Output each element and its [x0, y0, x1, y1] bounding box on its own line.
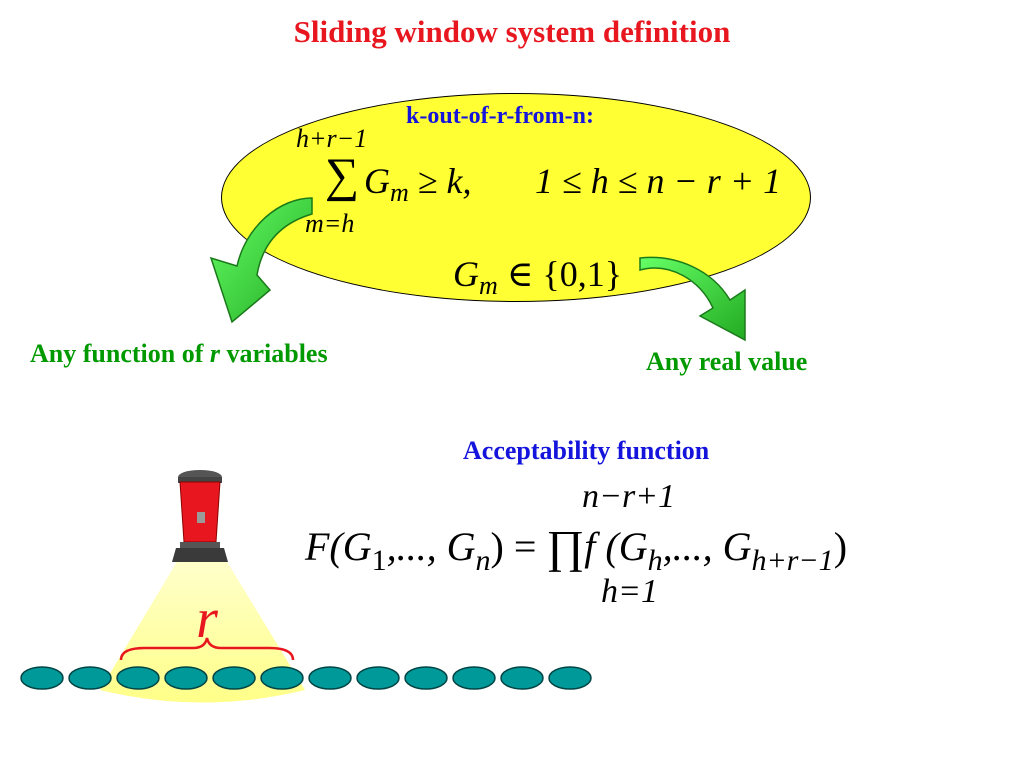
sequence-element: [356, 666, 400, 690]
sum-upper-limit: h+r−1: [296, 124, 368, 153]
gm-sub: m: [479, 271, 498, 300]
sequence-element: [308, 666, 352, 690]
right-arrow-label: Any real value: [646, 347, 808, 376]
formula-lhs-subn: n: [475, 544, 491, 577]
elements-row: [20, 666, 592, 690]
window-condition: 1 ≤ h ≤ n − r + 1: [535, 161, 782, 201]
left-label-var: r: [209, 339, 220, 368]
formula-rhs-end: ): [833, 524, 848, 569]
left-curved-arrow-icon: [209, 197, 313, 324]
sequence-element: [116, 666, 160, 690]
sequence-element: [404, 666, 448, 690]
gm-var: G: [453, 254, 479, 294]
sum-symbol: ∑: [325, 149, 360, 202]
formula-lhs-sub1: 1: [371, 544, 387, 577]
sequence-element: [452, 666, 496, 690]
formula-lhs-end: ) =: [490, 524, 547, 569]
left-label-prefix: Any function of: [30, 339, 210, 368]
sum-term: Gm ≥ k,: [364, 160, 472, 208]
definition-heading: k-out-of-r-from-n:: [406, 103, 594, 129]
definition-ellipse: [221, 93, 811, 302]
sum-lower-limit: m=h: [305, 209, 355, 238]
sequence-element: [260, 666, 304, 690]
spotlight-icon: [172, 470, 228, 562]
product-lower-limit: h=1: [601, 573, 658, 610]
sequence-element: [500, 666, 544, 690]
formula-rhs-sub1: h: [647, 544, 663, 577]
sequence-element: [212, 666, 256, 690]
left-arrow-label: Any function of r variables: [30, 339, 328, 369]
sequence-element: [68, 666, 112, 690]
sequence-element: [20, 666, 64, 690]
formula-rhs-mid: ,..., G: [662, 524, 752, 569]
acceptability-formula: F(G1,..., Gn) = ∏f (Gh,..., Gh+r−1): [305, 520, 847, 578]
sequence-element: [548, 666, 592, 690]
window-brace: [119, 637, 295, 661]
gm-domain: Gm ∈ {0,1}: [453, 253, 622, 301]
gm-set: ∈ {0,1}: [497, 254, 622, 294]
acceptability-heading: Acceptability function: [463, 436, 710, 465]
formula-rhs-sub2: h+r−1: [751, 544, 834, 577]
formula-lhs-mid: ,..., G: [386, 524, 476, 569]
sum-term-sub: m: [390, 178, 409, 207]
sequence-element: [164, 666, 208, 690]
product-symbol: ∏: [546, 521, 585, 572]
sum-term-var: G: [364, 161, 390, 201]
formula-lhs: F(G: [305, 524, 372, 569]
formula-rhs-start: f (G: [584, 524, 648, 569]
window-label: r: [196, 588, 218, 650]
product-upper-limit: n−r+1: [582, 478, 676, 515]
sum-relation: ≥ k,: [408, 161, 472, 201]
left-label-suffix: variables: [219, 339, 328, 368]
page-title: Sliding window system definition: [293, 14, 731, 49]
right-curved-arrow-icon: [639, 256, 746, 342]
light-beam: [100, 560, 305, 703]
